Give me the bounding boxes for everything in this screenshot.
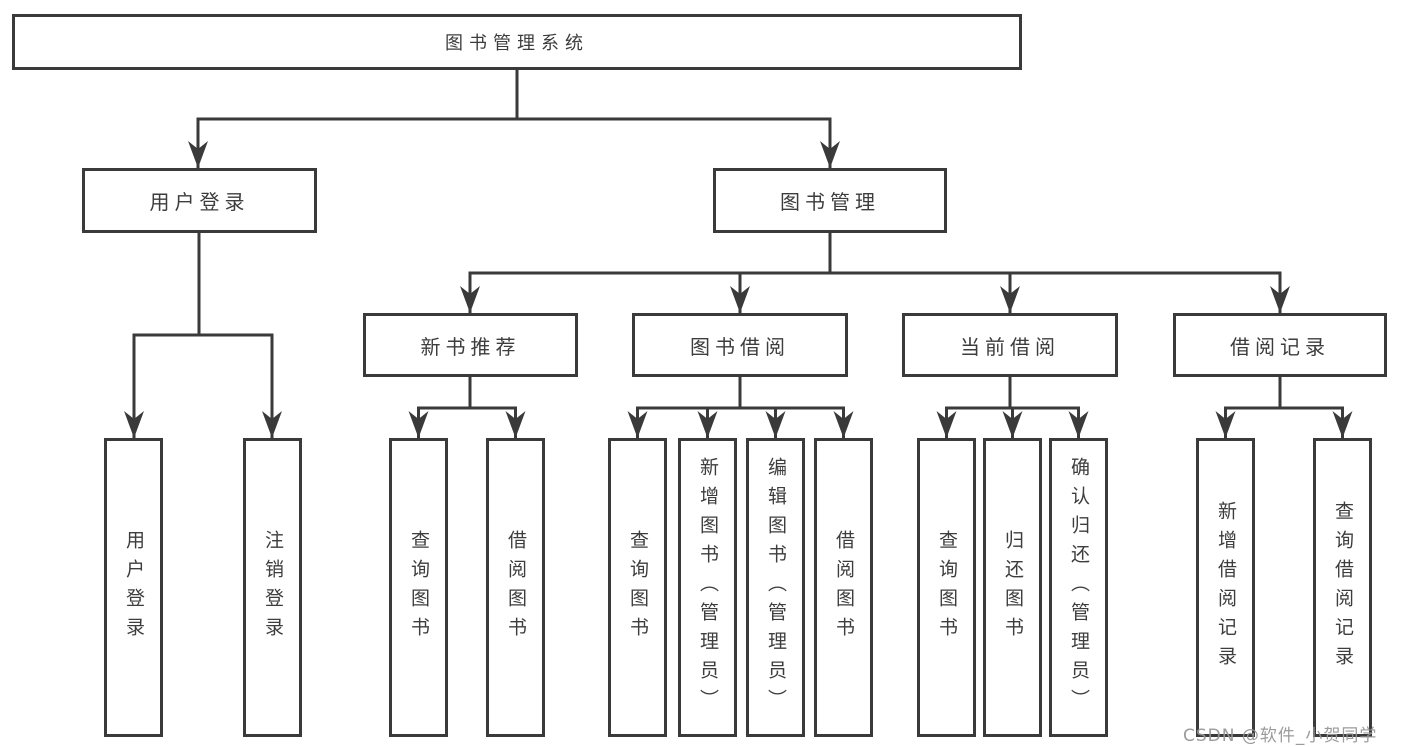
node-query-books-borrowing: 查询图书 <box>608 438 667 737</box>
node-borrow-books-newbook: 借阅图书 <box>486 438 545 737</box>
node-borrow-books-borrowing: 借阅图书 <box>814 438 873 737</box>
node-user-login-leaf: 用户登录 <box>104 438 163 737</box>
node-new-book-recommendation: 新书推荐 <box>363 313 578 377</box>
node-query-books-current: 查询图书 <box>917 438 976 737</box>
node-edit-books-admin: 编辑图书（管理员） <box>746 438 805 737</box>
csdn-watermark: CSDN @软件_小贺同学 <box>1183 726 1378 746</box>
node-query-books-newbook: 查询图书 <box>389 438 448 737</box>
node-add-books-admin: 新增图书（管理员） <box>678 438 737 737</box>
node-book-borrowing: 图书借阅 <box>632 313 848 377</box>
node-return-books: 归还图书 <box>983 438 1042 737</box>
node-user-login: 用户登录 <box>82 168 317 233</box>
node-borrowing-records: 借阅记录 <box>1173 313 1387 377</box>
node-query-borrow-record: 查询借阅记录 <box>1313 438 1372 737</box>
node-book-management: 图书管理 <box>713 168 947 233</box>
node-confirm-return-admin: 确认归还（管理员） <box>1049 438 1108 737</box>
node-current-borrowing: 当前借阅 <box>902 313 1118 377</box>
node-add-borrow-record: 新增借阅记录 <box>1196 438 1255 737</box>
node-library-management-system: 图书管理系统 <box>12 14 1022 70</box>
node-logout-leaf: 注销登录 <box>243 438 302 737</box>
